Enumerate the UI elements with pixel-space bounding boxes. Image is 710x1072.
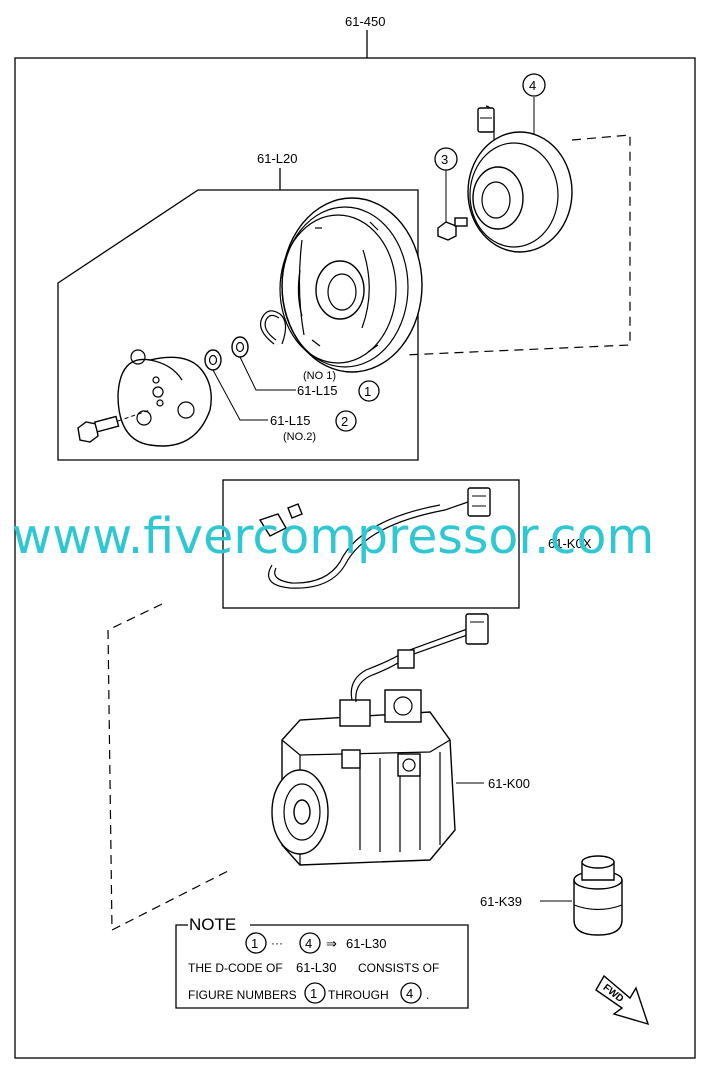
note-line2-to: 4 bbox=[406, 986, 413, 1001]
shim-no1-part bbox=[231, 336, 249, 358]
callout-circle-1 bbox=[358, 380, 380, 402]
compressor-part bbox=[271, 613, 489, 866]
fwd-arrow-icon: FWD bbox=[595, 974, 650, 1026]
harness-part bbox=[258, 487, 491, 589]
label-assembly: 61-450 bbox=[345, 14, 385, 29]
label-shim-no2-tag: (NO.2) bbox=[283, 431, 316, 443]
label-harness: 61-K0X bbox=[548, 536, 592, 551]
snap-ring-part bbox=[259, 310, 287, 345]
pulley-part bbox=[279, 197, 423, 373]
note-range-from: 1 bbox=[251, 936, 258, 951]
callout-circle-2 bbox=[335, 410, 357, 432]
note-line2-prefix: FIGURE NUMBERS bbox=[188, 988, 297, 1002]
note-range-result: 61-L30 bbox=[346, 936, 386, 951]
label-shim-no2-code: 61-L15 bbox=[270, 413, 310, 428]
note-line1-prefix: THE D-CODE OF bbox=[188, 961, 283, 975]
watermark-text: www.fivercompressor.com bbox=[12, 508, 654, 565]
callout-circle-4 bbox=[522, 73, 546, 97]
bolt3-part bbox=[437, 217, 468, 241]
note-range-to: 4 bbox=[305, 936, 312, 951]
clutch-frame: 61-L20 bbox=[57, 151, 419, 461]
note-arrow: ⇒ bbox=[326, 936, 337, 951]
label-shim-no1-tag: (NO 1) bbox=[303, 370, 336, 382]
callout-circle-3 bbox=[434, 147, 458, 171]
callout-2-text: 2 bbox=[341, 414, 348, 429]
note-line2-end: . bbox=[426, 988, 429, 1002]
label-clutch-set: 61-L20 bbox=[257, 151, 297, 166]
label-shim-no1-code: 61-L15 bbox=[297, 383, 337, 398]
label-cap: 61-K39 bbox=[480, 894, 522, 909]
callout-1-text: 1 bbox=[364, 384, 371, 399]
cap-part bbox=[573, 855, 623, 936]
note-line1-code: 61-L30 bbox=[296, 960, 336, 975]
harness-frame bbox=[222, 479, 520, 609]
armature-plate-part bbox=[117, 349, 212, 447]
note-line1-suffix: CONSISTS OF bbox=[358, 961, 439, 975]
note-line2-mid: THROUGH bbox=[328, 988, 389, 1002]
center-bolt-part bbox=[77, 409, 151, 443]
note-box: NOTE 1 ··· 4 ⇒ 61-L30 THE D-CODE OF 61-L… bbox=[175, 915, 469, 1009]
callout-4-text: 4 bbox=[529, 78, 536, 93]
shim-no2-part bbox=[204, 349, 222, 371]
field-coil-part bbox=[467, 105, 573, 253]
note-title: NOTE bbox=[189, 915, 236, 934]
callout-3-text: 3 bbox=[441, 152, 448, 167]
assembly-frame bbox=[14, 57, 696, 1059]
label-compressor: 61-K00 bbox=[488, 776, 530, 791]
note-line2-from: 1 bbox=[310, 986, 317, 1001]
note-range-ellipsis: ··· bbox=[271, 936, 283, 950]
